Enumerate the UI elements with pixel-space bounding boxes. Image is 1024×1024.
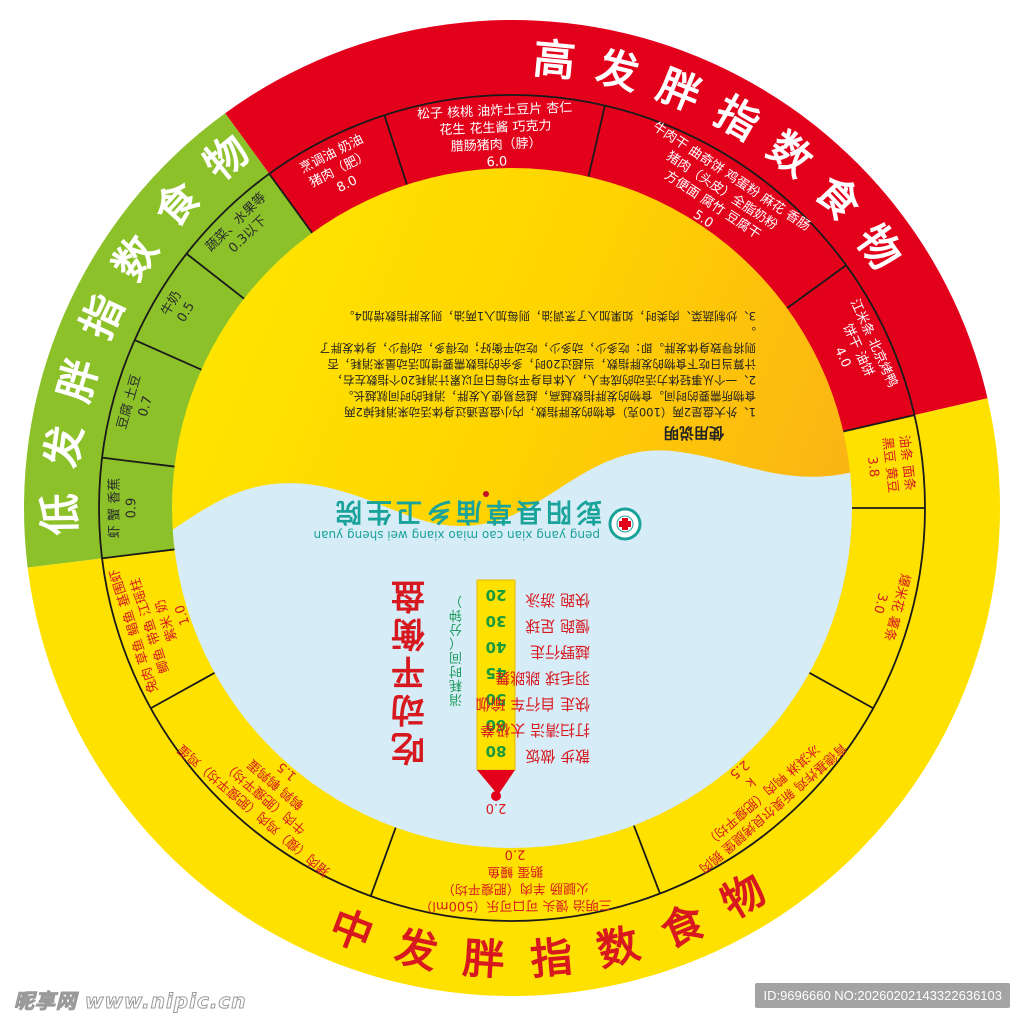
fattening-index-value: 6.0 <box>486 154 507 170</box>
time-scale-value: 40 <box>486 638 507 656</box>
food-cell-medium: 三明治 馒头 可口可乐（500ml）火腿肠 羊肉（肥瘦平均）鹅蛋 鳗鱼 2.0 <box>419 846 611 913</box>
food-names: 油条 面条 <box>896 434 918 492</box>
pointer-value: 2.0 <box>486 800 507 815</box>
activity-row: 快走 自行车 瑜伽 <box>475 695 590 713</box>
org-pinyin: peng yang xian cao miao xiang wei sheng … <box>314 528 601 542</box>
time-scale-bar[interactable]: 20 30 40 45 50 60 80 <box>476 579 516 801</box>
activity-row: 羽毛球 跳跳舞 <box>495 669 590 687</box>
fattening-index-value: 2.0 <box>505 846 526 861</box>
time-scale-value: 60 <box>486 716 507 734</box>
instruction-line: 2、一个从事轻体力活动的成年人，人体自身平均每日可以累计消耗20个指数左右， <box>332 373 756 387</box>
section-low <box>23 113 316 568</box>
food-names: 花生 花生酱 巧克力 <box>439 117 552 138</box>
fattening-index-value: 3.8 <box>864 456 881 478</box>
instruction-line: 食物所需要的时间。食物的发胖指数越高，越容易使人发胖，消耗的时间就越长。 <box>342 389 756 403</box>
wheel-title: 吃动平衡盘 <box>391 575 425 767</box>
image-id-badge: ID:9696660 NO:20260202143322636103 <box>755 983 1010 1008</box>
time-scale-value: 45 <box>486 664 507 682</box>
fattening-index-value: 0.7 <box>136 394 156 418</box>
instruction-line: 3、炒制蔬菜、肉类时，如果加入了烹调油，则每加入1两油，则发胖指数增加4。 <box>343 309 756 323</box>
time-label: 消耗时间（分钟） <box>449 593 462 706</box>
fattening-index-value: 1.0 <box>173 603 194 627</box>
section-medium <box>27 398 1001 997</box>
fattening-index-value: 0.9 <box>125 498 140 519</box>
activity-row: 慢跑 足球 <box>525 617 590 635</box>
food-names: 松子 核桃 油炸土豆片 杏仁 <box>417 100 573 122</box>
activity-row: 散步 做饭 <box>525 747 590 765</box>
time-label-block: 消耗时间（分钟） <box>449 593 462 706</box>
food-names: 三明治 馒头 可口可乐（500ml） <box>419 897 611 914</box>
org-block: peng yang xian cao miao xiang wei sheng … <box>314 496 642 542</box>
section-title-medium: 发 <box>391 921 442 978</box>
instructions-block: 使用说明 1、外大盘是2两（100克）食物的发胖指数，内小盘是通过身体活动来消耗… <box>319 309 756 442</box>
section-title-medium: 指 <box>528 932 574 984</box>
food-names: 鹅蛋 鳗鱼 <box>487 863 543 879</box>
food-names: 腊肠猪肉（脖） <box>450 135 542 155</box>
cell-ring <box>98 94 926 922</box>
food-names: 火腿肠 羊肉（肥瘦平均） <box>442 880 589 897</box>
fattening-index-value: 3.0 <box>870 591 890 615</box>
activity-row: 越野行走 <box>530 643 590 661</box>
instruction-line: 计算当日吃下食物的发胖指数，当超过20时，多余的指数需要增加活动量来消耗，否 <box>327 357 756 371</box>
time-scale-value: 30 <box>486 612 507 630</box>
instruction-line: 1、外大盘是2两（100克）食物的发胖指数，内小盘是通过身体活动来消耗掉2两 <box>344 405 756 419</box>
section-title-medium: 胖 <box>461 933 506 985</box>
pointer-arrow-icon <box>477 770 515 795</box>
activity-row: 快跑 游泳 <box>525 591 590 609</box>
food-names: 黑豆 黄豆 <box>879 436 900 493</box>
clinic-logo-icon <box>608 507 642 541</box>
section-title-high: 高 <box>531 34 577 87</box>
activity-row: 打扫清洁 太极拳 <box>480 721 590 739</box>
time-scale-value: 50 <box>486 690 507 708</box>
site-watermark: 昵享网 www.nipic.cn <box>14 989 247 1014</box>
instruction-line: 则将导致身体发胖。即：吃多少，动多少，吃动平衡好；吃得多，动得少，身体发胖了 <box>319 341 756 355</box>
instructions-title: 使用说明 <box>664 424 725 442</box>
food-names: 虾 蟹 香蕉 <box>108 478 123 538</box>
time-scale-value: 80 <box>486 742 507 760</box>
section-title-low: 发 <box>37 423 91 471</box>
wheel-title-block: 吃动平衡盘 <box>391 575 425 767</box>
instruction-line: 。 <box>745 325 757 339</box>
org-name: 彭阳县草庙乡卫生院 <box>332 496 602 527</box>
pivot-dot <box>483 491 489 497</box>
time-scale-value: 20 <box>486 586 507 604</box>
section-title-low: 低 <box>35 493 85 536</box>
